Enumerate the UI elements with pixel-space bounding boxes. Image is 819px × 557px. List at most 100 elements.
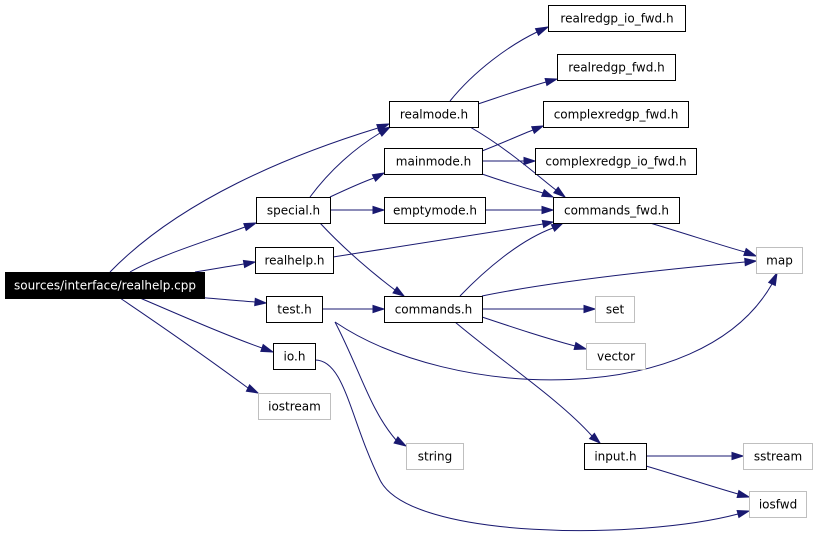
node-box (756, 247, 803, 274)
edge-input-to-iosfwd (645, 465, 751, 499)
arrowhead-icon (371, 172, 386, 183)
edge-line (334, 321, 397, 441)
edge-root-to-io (139, 297, 275, 353)
edge-line (481, 173, 544, 194)
node-label: input.h (594, 450, 636, 464)
edge-line (481, 261, 746, 297)
node-commands_fwd[interactable]: commands_fwd.h (553, 197, 680, 224)
edge-line (329, 177, 375, 198)
edge-commands-to-set (482, 304, 597, 314)
node-label: realredgp_io_fwd.h (560, 12, 673, 26)
node-realredgp_fwd[interactable]: realredgp_fwd.h (557, 54, 676, 81)
node-label: commands.h (395, 303, 473, 317)
edge-line (139, 297, 263, 349)
node-label: complexredgp_io_fwd.h (545, 155, 686, 169)
node-box (406, 443, 464, 470)
edge-root-to-test (194, 296, 268, 307)
node-input[interactable]: input.h (584, 443, 647, 470)
node-label: iosfwd (759, 498, 797, 512)
node-label: iostream (268, 400, 321, 414)
edge-line (459, 227, 554, 297)
edge-test-to-map (334, 271, 778, 381)
node-root[interactable]: sources/interface/realhelp.cpp (5, 272, 205, 299)
edge-line (481, 129, 534, 152)
edge-root-to-iostream (119, 297, 260, 394)
edge-commands-to-vector (481, 316, 588, 351)
node-box (255, 247, 334, 274)
arrowhead-icon (392, 286, 406, 297)
node-label: string (418, 450, 452, 464)
edge-root-to-special (129, 222, 258, 273)
edge-line (449, 31, 538, 102)
edge-emptymode-to-commands_fwd (485, 205, 555, 215)
arrowhead-icon (377, 126, 392, 137)
edge-realmode-to-realredgp_fwd (477, 77, 559, 105)
edge-test-to-string (334, 321, 408, 447)
edge-test-to-commands (322, 304, 386, 314)
edge-line (332, 223, 544, 258)
node-label: set (606, 303, 625, 317)
node-box (749, 491, 807, 518)
node-box (557, 54, 676, 81)
node-complexredgp_fwd[interactable]: complexredgp_fwd.h (543, 101, 689, 128)
node-realredgp_io_fwd[interactable]: realredgp_io_fwd.h (548, 5, 686, 32)
node-label: vector (597, 350, 635, 364)
node-sstream: sstream (743, 443, 813, 470)
node-label: mainmode.h (396, 155, 471, 169)
node-label: special.h (267, 204, 320, 218)
node-box (266, 296, 323, 323)
arrowhead-icon (245, 383, 260, 394)
node-box (543, 101, 689, 128)
arrowhead-icon (540, 188, 555, 198)
node-commands[interactable]: commands.h (384, 296, 483, 323)
arrowhead-icon (744, 257, 758, 267)
arrowhead-icon (550, 222, 565, 233)
node-iosfwd: iosfwd (749, 491, 807, 518)
node-label: test.h (277, 303, 311, 317)
arrowhead-icon (743, 247, 758, 257)
node-special[interactable]: special.h (256, 197, 331, 224)
node-box (586, 343, 646, 370)
node-realhelp[interactable]: realhelp.h (255, 247, 334, 274)
node-string: string (406, 443, 464, 470)
node-label: realredgp_fwd.h (568, 61, 665, 75)
edge-line (649, 222, 746, 253)
edge-mainmode-to-complexredgp_io_fwd (482, 156, 537, 166)
node-box (384, 197, 486, 224)
nodes-layer: sources/interface/realhelp.cpp realredgp_… (5, 5, 813, 518)
arrowhead-icon (588, 432, 602, 445)
node-box (553, 197, 680, 224)
node-iostream: iostream (258, 393, 331, 420)
node-mainmode[interactable]: mainmode.h (384, 148, 483, 175)
arrowhead-icon (544, 77, 559, 87)
node-io[interactable]: io.h (273, 343, 316, 370)
edge-line (309, 132, 381, 198)
node-label: sources/interface/realhelp.cpp (14, 279, 196, 293)
edge-commands-to-map (481, 257, 758, 297)
edge-line (194, 263, 245, 273)
node-box (258, 393, 331, 420)
node-box (743, 443, 813, 470)
edge-mainmode-to-complexredgp_fwd (481, 125, 545, 152)
node-label: sstream (754, 450, 802, 464)
node-box (535, 148, 697, 175)
edge-line (129, 226, 246, 273)
edge-line (119, 297, 249, 389)
node-test[interactable]: test.h (266, 296, 323, 323)
edge-special-to-mainmode (329, 172, 386, 198)
edge-line (109, 127, 379, 273)
node-label: realhelp.h (264, 254, 324, 268)
arrowhead-icon (242, 259, 257, 269)
edge-realmode-to-commands_fwd (469, 126, 567, 199)
node-emptymode[interactable]: emptymode.h (384, 197, 486, 224)
edge-line (645, 465, 739, 495)
node-box (5, 272, 205, 299)
node-label: io.h (284, 350, 306, 364)
edge-mainmode-to-commands_fwd (481, 173, 555, 198)
node-complexredgp_io_fwd[interactable]: complexredgp_io_fwd.h (535, 148, 697, 175)
node-realmode[interactable]: realmode.h (389, 101, 479, 128)
arrowhead-icon (736, 489, 751, 499)
edge-root-to-realhelp (194, 259, 257, 273)
arrowhead-icon (260, 343, 275, 353)
